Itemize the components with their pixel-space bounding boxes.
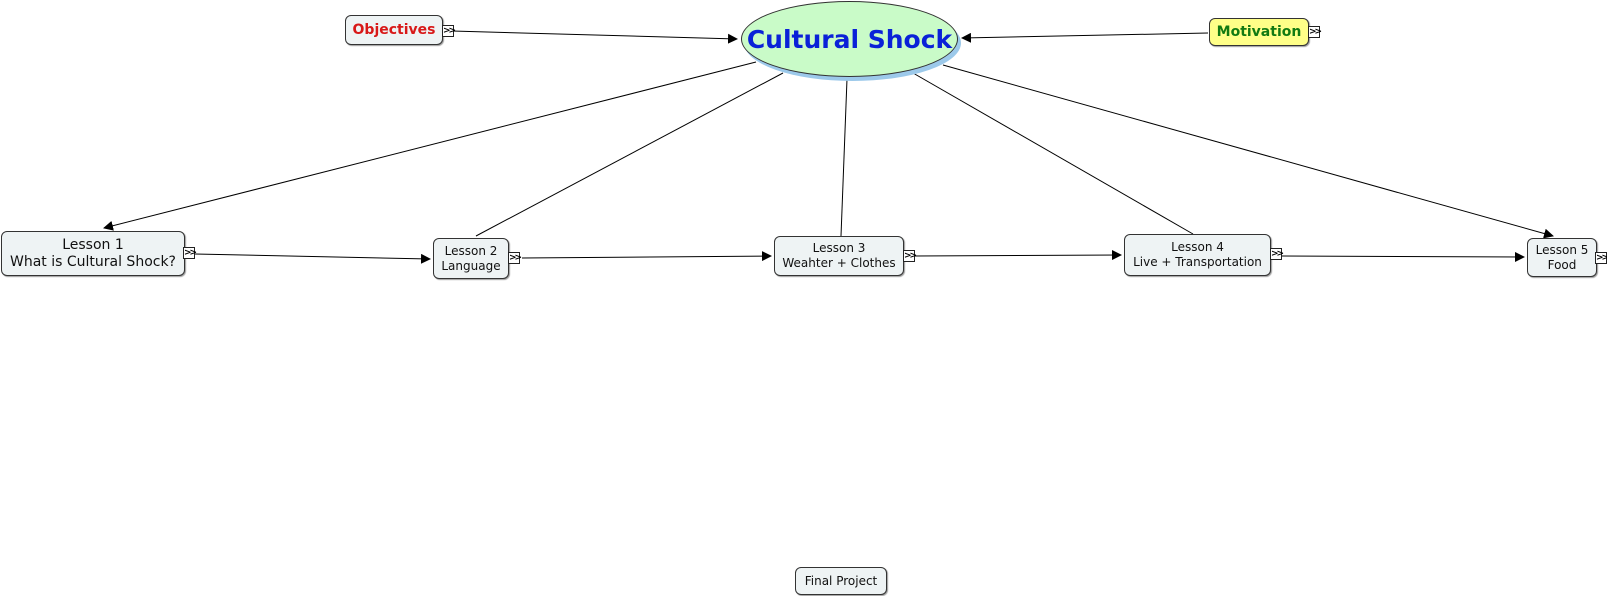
lesson-1-title: Lesson 1 (62, 236, 124, 253)
lesson-4-title: Lesson 4 (1171, 240, 1224, 254)
lesson-1-node[interactable]: Lesson 1 What is Cultural Shock? (1, 231, 185, 276)
link-motivation-central (961, 32, 1209, 43)
link-central-lesson5 (942, 64, 1554, 239)
lesson-5-subtitle: Food (1547, 257, 1577, 272)
link-lesson3-lesson4 (913, 250, 1122, 261)
motivation-node[interactable]: Motivation (1209, 18, 1309, 46)
final-project-node[interactable]: Final Project (795, 567, 887, 595)
double-chevron-icon[interactable]: >> (183, 247, 197, 259)
double-chevron-icon[interactable]: >> (1595, 252, 1607, 264)
lesson-2-title: Lesson 2 (444, 243, 498, 258)
double-chevron-icon[interactable]: >> (1308, 26, 1322, 38)
double-chevron-icon[interactable]: >> (1270, 248, 1284, 260)
lesson-5-node[interactable]: Lesson 5 Food (1527, 238, 1597, 277)
link-central-lesson2 (475, 72, 784, 237)
final-project-label: Final Project (804, 573, 878, 588)
double-chevron-icon[interactable]: >> (508, 252, 522, 264)
double-chevron-icon[interactable]: >> (903, 250, 917, 262)
link-central-lesson4 (912, 72, 1194, 235)
lesson-4-node[interactable]: Lesson 4 Live + Transportation (1124, 234, 1271, 276)
central-concept-node[interactable]: Cultural Shock (741, 1, 958, 77)
lesson-2-node[interactable]: Lesson 2 Language (433, 238, 509, 279)
link-lesson2-lesson3 (521, 251, 772, 262)
lesson-1-subtitle: What is Cultural Shock? (9, 253, 176, 270)
link-lesson1-lesson2 (194, 253, 431, 264)
objectives-label: Objectives (352, 21, 436, 38)
lesson-2-subtitle: Language (441, 258, 501, 273)
link-central-lesson3 (840, 78, 848, 237)
link-lesson4-lesson5 (1281, 251, 1525, 262)
double-chevron-icon[interactable]: >> (442, 25, 456, 37)
objectives-node[interactable]: Objectives (345, 15, 443, 45)
central-concept-label: Cultural Shock (746, 24, 953, 54)
lesson-4-subtitle: Live + Transportation (1133, 255, 1262, 269)
lesson-5-title: Lesson 5 (1535, 242, 1589, 257)
motivation-label: Motivation (1216, 23, 1302, 40)
link-central-lesson1 (103, 61, 757, 231)
lesson-3-node[interactable]: Lesson 3 Weahter + Clothes (774, 236, 904, 276)
link-objectives-central (451, 30, 738, 44)
lesson-3-title: Lesson 3 (812, 241, 866, 255)
lesson-3-subtitle: Weahter + Clothes (782, 256, 896, 270)
